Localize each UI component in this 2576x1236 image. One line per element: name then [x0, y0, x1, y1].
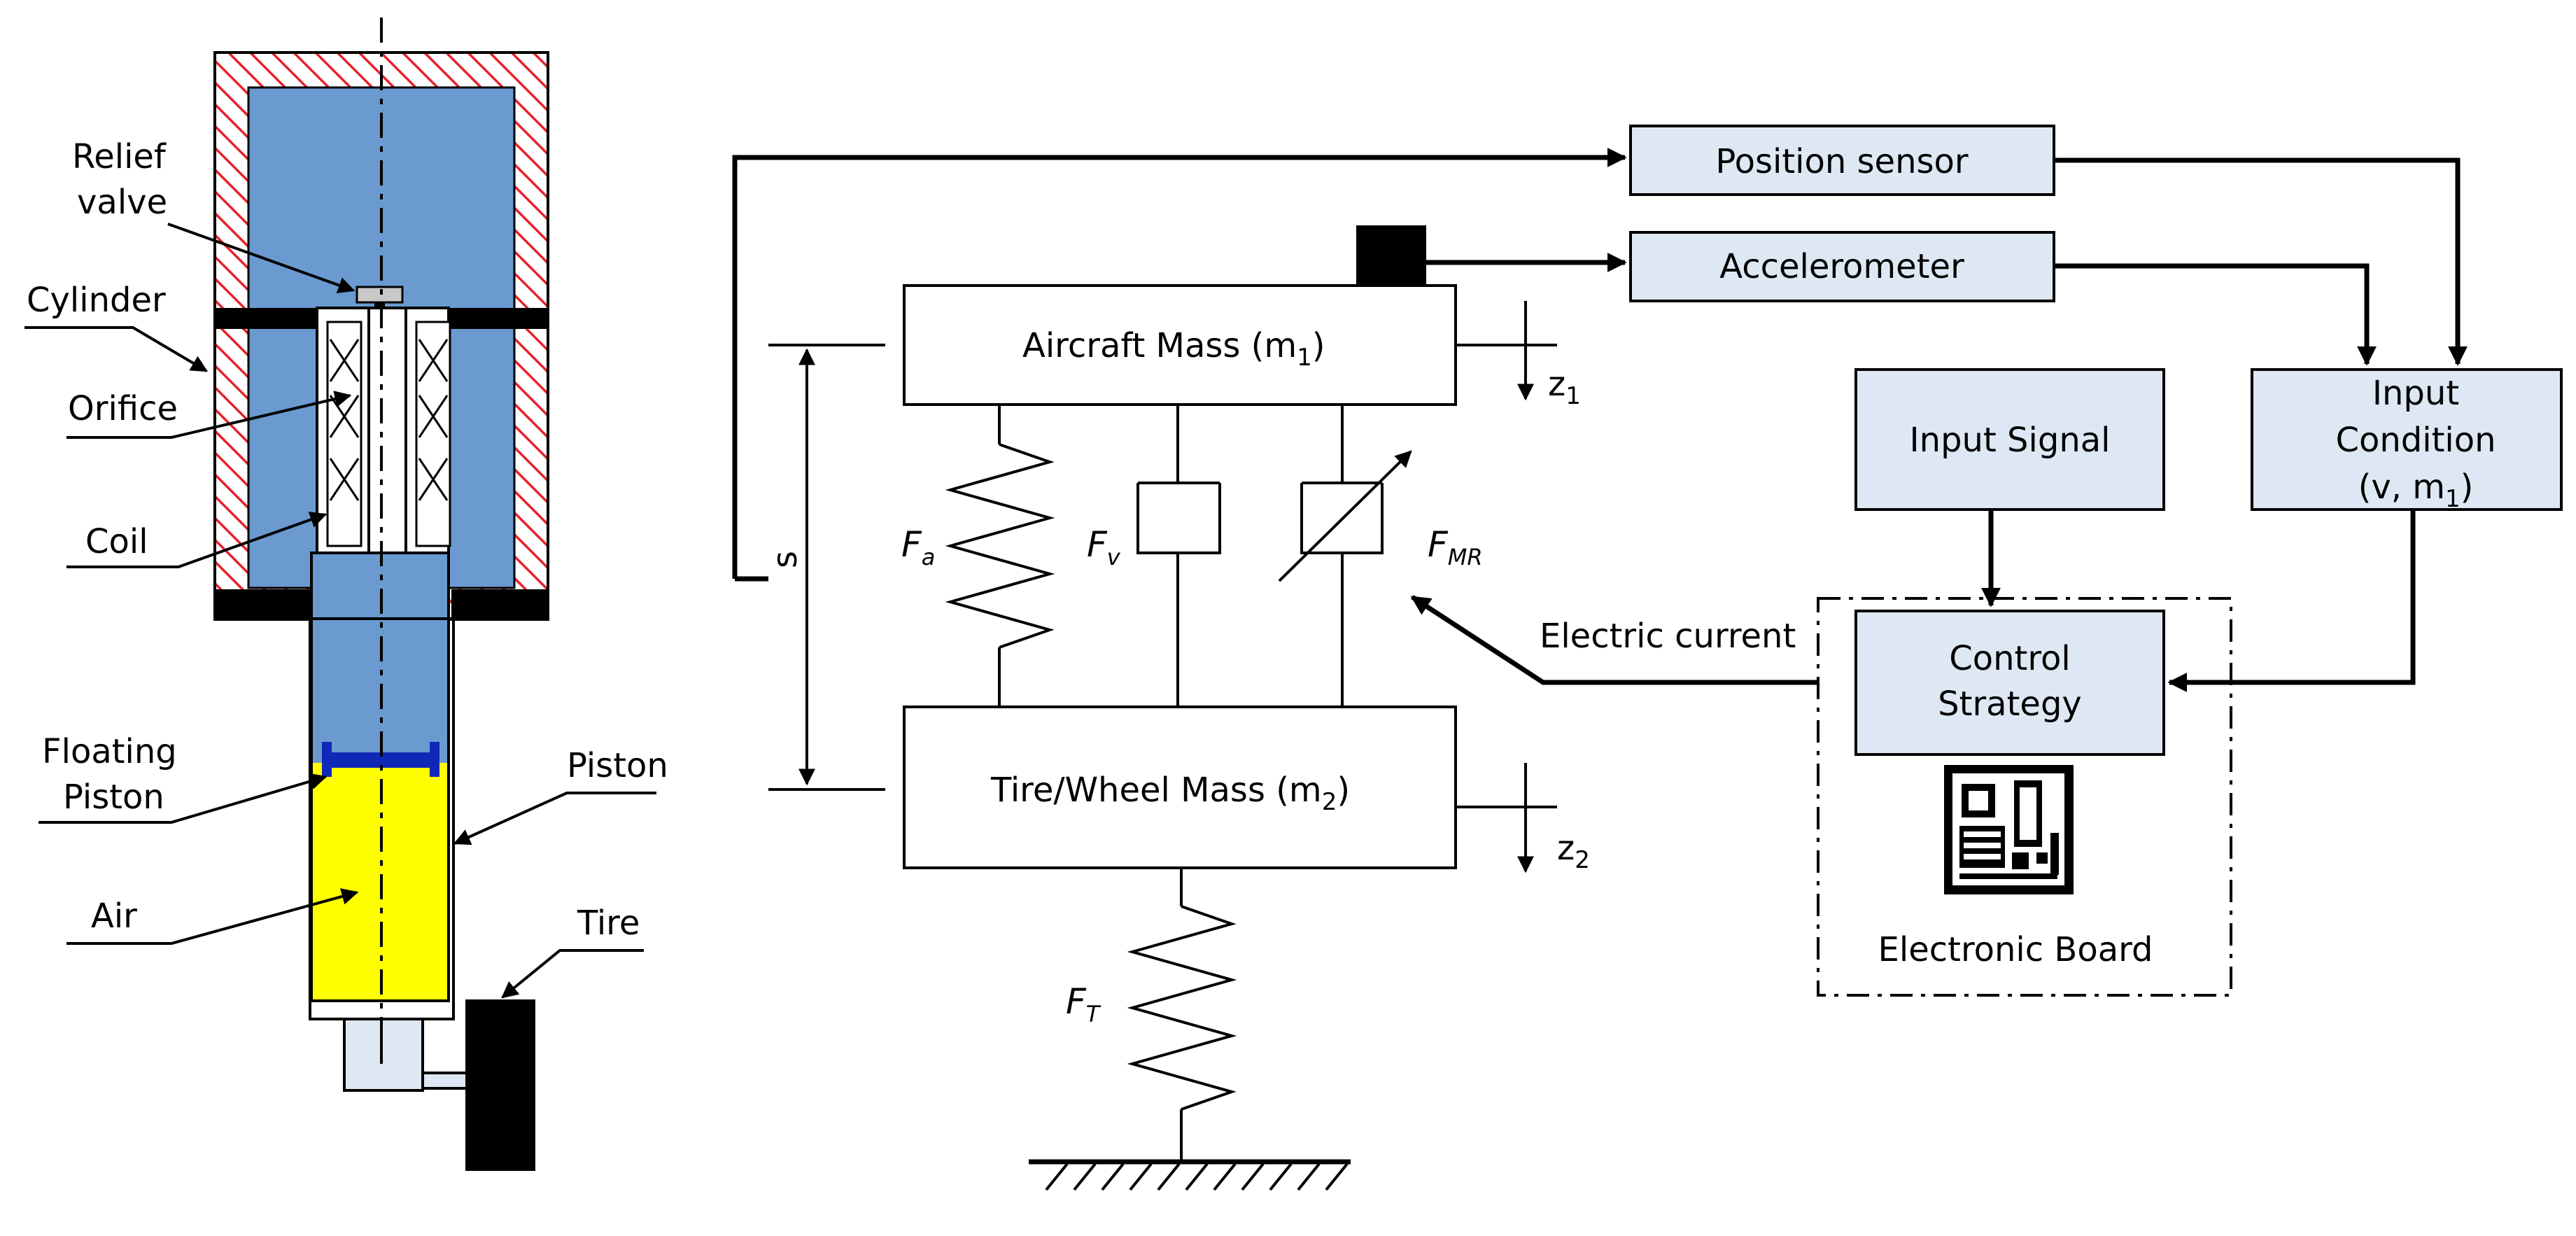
tire-block — [465, 999, 535, 1171]
electric-current-arrow — [1410, 595, 1818, 685]
coil-label: Coil — [85, 522, 148, 561]
input-signal-box — [1854, 368, 2165, 511]
cylinder-label: Cylinder — [27, 281, 166, 320]
damper-fv — [1136, 405, 1221, 707]
orifice-label: Orifice — [68, 389, 178, 428]
spring-ft — [1127, 868, 1237, 1162]
floating-piston-label-1: Floating — [42, 732, 177, 771]
fv-label: Fv — [1087, 524, 1121, 570]
relief-valve-stem — [374, 302, 385, 309]
piston-label: Piston — [567, 746, 668, 785]
tire-leader — [501, 949, 644, 999]
accelerometer-sensor — [1356, 225, 1426, 287]
electronic-board-frame — [1817, 597, 2232, 997]
input-condition-box — [2251, 368, 2563, 511]
tire-mass-box — [903, 705, 1457, 869]
separator-upper-right — [448, 308, 548, 329]
damper-fmr — [1278, 405, 1412, 707]
position-feedback-line — [732, 148, 1627, 579]
axle-pin — [421, 1072, 472, 1090]
floating-piston-body — [322, 752, 439, 768]
orifice-leader — [66, 391, 352, 439]
fa-label: Fa — [901, 524, 935, 570]
coil-leader — [66, 511, 328, 568]
condition-to-strategy-line — [2167, 510, 2416, 692]
s-label: s — [766, 551, 805, 568]
separator-lower-right — [451, 589, 548, 619]
control-strategy-label-2: Strategy — [1938, 684, 2082, 724]
electronic-board-label: Electronic Board — [1878, 930, 2153, 969]
circuit-board-icon — [1944, 765, 2074, 894]
accelerometer-box — [1629, 231, 2055, 302]
relief-valve-label-1: Relief — [72, 137, 167, 176]
ground — [1029, 1159, 1351, 1191]
position-to-condition-line — [2054, 157, 2468, 366]
accelerometer-label: Accelerometer — [1719, 247, 1964, 286]
position-sensor-label: Position sensor — [1715, 142, 1968, 181]
aircraft-mass-label: Aircraft Mass (m1) — [1022, 326, 1325, 372]
z1-label: z1 — [1548, 365, 1581, 410]
aircraft-mass-box — [903, 284, 1457, 406]
input-condition-label-3: (v, m1) — [2358, 468, 2474, 513]
position-sensor-box — [1629, 125, 2055, 196]
air-label: Air — [91, 897, 137, 936]
floating-piston-seal-right — [430, 742, 439, 777]
control-system: Position sensor Accelerometer Input Sign… — [732, 125, 2563, 997]
control-strategy-label-1: Control — [1949, 639, 2071, 678]
separator-lower-left — [215, 589, 311, 619]
coil-windings — [329, 339, 449, 501]
floating-piston-label-2: Piston — [63, 778, 164, 817]
cylinder-leader — [24, 326, 209, 372]
accel-to-condition-line — [2054, 263, 2377, 366]
spring-fa — [945, 405, 1055, 707]
input-condition-label-2: Condition — [2335, 421, 2496, 460]
fmr-label: FMR — [1428, 524, 1483, 570]
floating-piston-seal-left — [322, 742, 332, 777]
relief-valve — [356, 286, 404, 304]
relief-valve-label-2: valve — [77, 183, 167, 222]
electric-current-label: Electric current — [1540, 617, 1796, 656]
quarter-model: Aircraft Mass (m1) Tire/Wheel Mass (m2) … — [766, 225, 1590, 1191]
piston-leader — [453, 792, 656, 845]
air-leader — [66, 888, 359, 945]
relief-valve-leader — [167, 223, 356, 294]
axle-block — [343, 1018, 424, 1092]
z2-label: z2 — [1557, 829, 1590, 874]
separator-upper-left — [215, 308, 320, 329]
input-condition-label-1: Input — [2372, 374, 2459, 413]
tire-label: Tire — [577, 904, 640, 943]
input-signal-label: Input Signal — [1910, 421, 2111, 460]
tire-mass-label: Tire/Wheel Mass (m2) — [990, 771, 1350, 816]
ft-label: FT — [1066, 981, 1102, 1027]
control-strategy-box — [1854, 610, 2165, 756]
strut-section: Relief valve Cylinder Orifice Coil Float… — [24, 17, 668, 1171]
floating-piston-leader — [38, 773, 328, 824]
